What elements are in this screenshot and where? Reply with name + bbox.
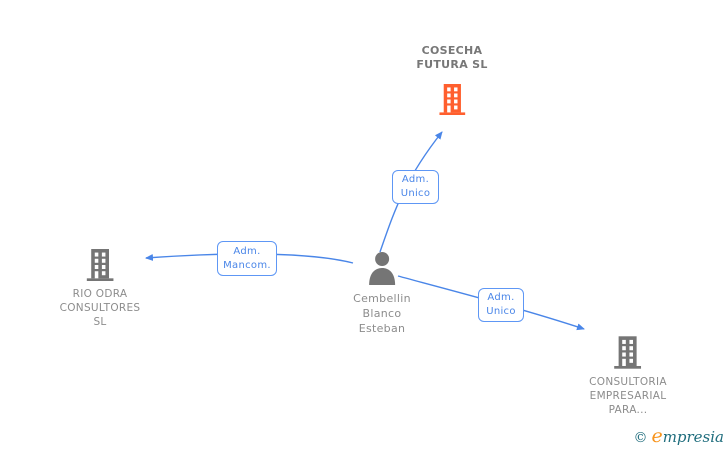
edge-label-line: Adm. [233,245,261,257]
person-name-line: Esteban [358,322,406,335]
person-name: Cembellin Blanco Esteban [353,291,411,336]
person-name-line: Cembellin [353,292,411,305]
edge-label-adm-mancom: Adm. Mancom. [217,241,277,276]
empresia-logo[interactable]: ©empresia [633,427,724,447]
building-icon [439,84,465,115]
company-name-line: SL [93,316,107,328]
brand-initial: e [651,425,663,447]
node-rio-odra-consultores-sl[interactable]: RIO ODRA CONSULTORES SL [60,249,141,329]
company-name-line: CONSULTORES [59,302,141,314]
brand-name: mpresia [662,428,724,446]
person-icon [368,252,395,285]
edge-label-line: Adm. [487,292,515,303]
edge-label-adm-unico-bottom: Adm. Unico [478,288,524,322]
node-person-cembellin-blanco-esteban[interactable]: Cembellin Blanco Esteban [353,251,411,336]
company-name-line: FUTURA SL [416,58,488,71]
company-name-line: PARA... [608,404,648,416]
edge-label-adm-unico-top: Adm. Unico [392,170,439,204]
building-icon [86,249,114,281]
company-name-line: CONSULTORIA [589,376,667,388]
person-name-line: Blanco [362,307,402,320]
company-name: RIO ODRA CONSULTORES SL [60,287,141,329]
edge-label-line: Unico [400,188,431,199]
company-name-line: COSECHA [421,44,483,57]
company-name-line: EMPRESARIAL [589,390,667,402]
company-name: COSECHA FUTURA SL [416,44,487,72]
edge-label-line: Adm. [401,174,430,185]
company-name-line: RIO ODRA [72,288,128,300]
edge-label-line: Unico [486,306,516,317]
node-consultoria-empresarial[interactable]: CONSULTORIA EMPRESARIAL PARA... [589,336,667,417]
company-name: CONSULTORIA EMPRESARIAL PARA... [589,375,667,417]
copyright-icon: © [633,430,648,446]
building-icon [614,336,642,369]
edge-label-line: Mancom. [223,259,271,271]
node-cosecha-futura-sl[interactable]: COSECHA FUTURA SL [416,44,487,115]
